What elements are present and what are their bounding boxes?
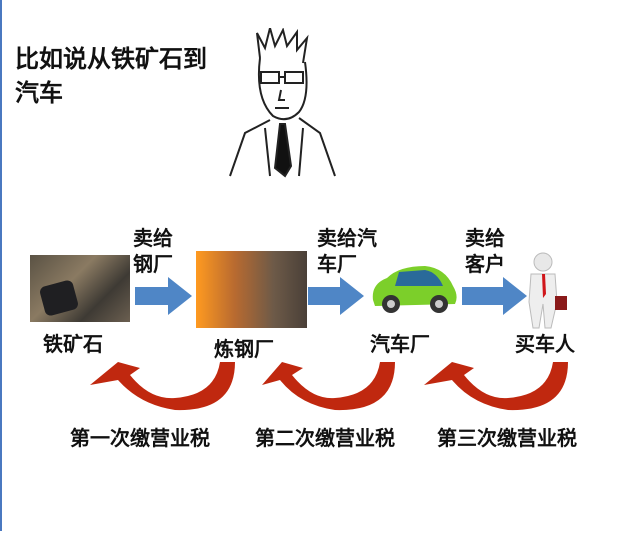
car-icon <box>372 266 457 313</box>
node-buyer: 买车人 <box>515 332 575 356</box>
red-curved-arrow-3 <box>424 362 568 411</box>
tax-label-1: 第一次缴营业税 <box>70 426 210 450</box>
blue-arrow-1 <box>135 277 192 315</box>
flow-label-3: 卖给客户 <box>465 225 505 277</box>
slide-title: 比如说从铁矿石到汽车 <box>15 42 207 110</box>
node-iron-ore: 铁矿石 <box>43 332 103 356</box>
title-line-2: 汽车 <box>15 79 63 107</box>
blue-arrow-3 <box>462 277 527 315</box>
title-line-1: 比如说从铁矿石到 <box>15 45 207 73</box>
flow-label-line: 卖给汽 <box>317 226 377 250</box>
buyer-person-icon <box>528 252 567 329</box>
node-car-factory: 汽车厂 <box>370 332 430 356</box>
flow-label-line: 车厂 <box>317 252 357 276</box>
flow-label-line: 客户 <box>465 252 505 276</box>
tax-label-3: 第三次缴营业税 <box>437 426 577 450</box>
flow-label-line: 卖给 <box>133 226 173 250</box>
flow-label-1: 卖给钢厂 <box>133 225 173 277</box>
flow-label-line: 卖给 <box>465 226 505 250</box>
flow-label-2: 卖给汽车厂 <box>317 225 377 277</box>
iron-ore-photo <box>30 255 130 322</box>
tax-label-2: 第二次缴营业税 <box>255 426 395 450</box>
cartoon-man-illustration <box>229 28 336 178</box>
red-curved-arrow-2 <box>262 362 395 411</box>
steel-mill-photo <box>196 251 307 328</box>
flow-label-line: 钢厂 <box>133 252 173 276</box>
red-curved-arrow-1 <box>90 362 235 411</box>
node-steel-mill: 炼钢厂 <box>214 337 274 361</box>
blue-arrow-2 <box>308 277 364 315</box>
